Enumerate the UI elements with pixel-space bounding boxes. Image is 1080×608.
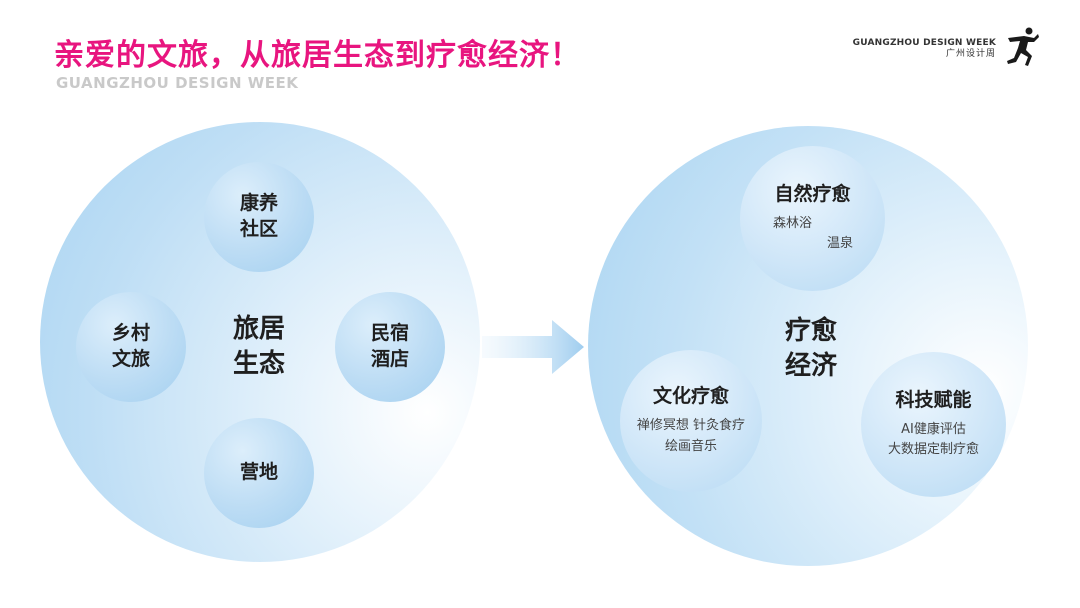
center-label-line: 经济 <box>784 351 837 382</box>
logo-english: GUANGZHOU DESIGN WEEK <box>852 37 996 48</box>
node-title: 文化疗愈 <box>652 385 729 408</box>
page-subtitle: GUANGZHOU DESIGN WEEK <box>56 74 299 92</box>
center-label-line: 生态 <box>232 349 285 380</box>
runner-figure-icon <box>1004 26 1040 72</box>
node-wellness-community: 康养 社区 <box>204 162 314 272</box>
logo-chinese: 广州设计周 <box>945 49 996 59</box>
node-label: 乡村 <box>111 322 150 345</box>
node-item: 禅修冥想 针灸食疗 <box>636 418 746 434</box>
node-label: 营地 <box>239 461 278 484</box>
node-item: 绘画音乐 <box>664 438 717 454</box>
node-nature-healing: 自然疗愈 森林浴 温泉 <box>740 146 885 291</box>
node-item: AI健康评估 <box>901 421 966 437</box>
node-campsite: 营地 <box>204 418 314 528</box>
logo-text: GUANGZHOU DESIGN WEEK 广州设计周 <box>853 38 996 61</box>
ecosystem-center-label: 旅居 生态 <box>222 312 296 382</box>
node-item: 森林浴 <box>773 215 813 231</box>
center-label-line: 旅居 <box>232 314 285 344</box>
node-item: 大数据定制疗愈 <box>887 442 979 458</box>
node-label: 民宿 <box>370 322 409 345</box>
node-label: 酒店 <box>370 348 409 370</box>
node-tech-empowerment: 科技赋能 AI健康评估 大数据定制疗愈 <box>861 352 1006 497</box>
node-cultural-healing: 文化疗愈 禅修冥想 针灸食疗 绘画音乐 <box>620 350 762 492</box>
node-item: 温泉 <box>826 236 853 252</box>
node-label: 社区 <box>239 218 278 240</box>
node-label: 康养 <box>239 192 278 215</box>
healing-center-label: 疗愈 经济 <box>774 314 848 384</box>
node-title: 科技赋能 <box>895 388 972 411</box>
arrow-right-icon <box>482 314 586 384</box>
node-rural-tourism: 乡村 文旅 <box>76 292 186 402</box>
node-title: 自然疗愈 <box>774 182 851 205</box>
page-title: 亲爱的文旅，从旅居生态到疗愈经济！ <box>54 38 581 73</box>
node-homestay-hotel: 民宿 酒店 <box>335 292 445 402</box>
node-label: 文旅 <box>111 348 150 370</box>
center-label-line: 疗愈 <box>784 316 837 346</box>
brand-logo: GUANGZHOU DESIGN WEEK 广州设计周 <box>853 26 1040 72</box>
